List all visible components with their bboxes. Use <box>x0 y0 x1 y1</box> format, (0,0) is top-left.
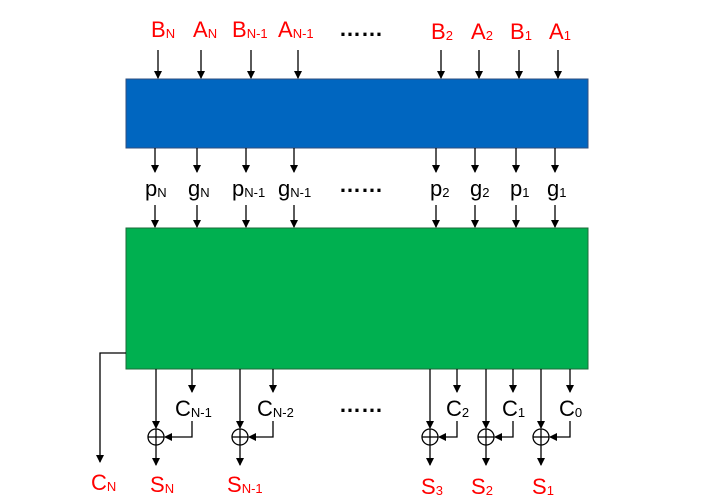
carry-wires <box>188 369 574 393</box>
carry-labels: CN-1 CN-2 C2 C1 C0 <box>175 396 582 421</box>
pg-label: pN-1 <box>232 176 265 201</box>
sum-arrows <box>152 445 545 466</box>
input-arrows <box>154 50 562 79</box>
input-label: A1 <box>549 19 571 44</box>
xor-gate <box>477 428 495 446</box>
sum-label: S3 <box>421 474 443 499</box>
input-labels: BN AN BN-1 AN-1 B2 A2 B1 A1 <box>151 17 571 44</box>
pg-label: gN <box>188 176 210 201</box>
carry-lookahead-block <box>125 227 589 370</box>
input-label: B2 <box>431 19 453 44</box>
pg-label: pN <box>145 176 167 201</box>
carry-out-wire <box>96 352 126 463</box>
xor-gate <box>532 428 550 446</box>
pg-output-arrows <box>151 148 559 173</box>
xor-gate <box>231 428 249 446</box>
carry-out-label: CN <box>91 470 116 495</box>
pg-label: g1 <box>547 176 566 201</box>
pg-label: p2 <box>430 176 449 201</box>
pg-label: g2 <box>470 176 489 201</box>
input-label: A2 <box>471 19 493 44</box>
sum-label: SN-1 <box>227 472 263 497</box>
input-label: AN-1 <box>278 17 314 42</box>
xor-gate <box>421 428 439 446</box>
pg-ellipsis: …… <box>339 172 383 197</box>
carry-label: C0 <box>559 396 582 421</box>
sum-label: SN <box>150 472 174 497</box>
carry-label: C2 <box>446 396 469 421</box>
sum-label: S1 <box>532 474 554 499</box>
input-label: BN <box>151 17 175 42</box>
carry-label: CN-2 <box>257 396 294 421</box>
sum-label: S2 <box>471 474 493 499</box>
propagate-wires <box>152 369 545 429</box>
input-label: B1 <box>510 19 532 44</box>
input-ellipsis: …… <box>339 16 383 41</box>
carry-feedback-wires <box>164 421 571 441</box>
carry-label: CN-1 <box>175 396 212 421</box>
pg-input-arrows <box>151 205 559 228</box>
xor-gates <box>147 428 550 446</box>
pg-label: p1 <box>510 176 529 201</box>
pg-generator-block <box>125 78 589 149</box>
output-labels: CN SN SN-1 S3 S2 S1 <box>91 470 554 499</box>
input-label: AN <box>193 17 217 42</box>
xor-gate <box>147 428 165 446</box>
input-label: BN-1 <box>232 17 268 42</box>
pg-label: gN-1 <box>278 176 311 201</box>
carry-label: C1 <box>502 396 525 421</box>
carry-ellipsis: …… <box>339 392 383 417</box>
pg-labels: pN gN pN-1 gN-1 p2 g2 p1 g1 <box>145 176 566 201</box>
